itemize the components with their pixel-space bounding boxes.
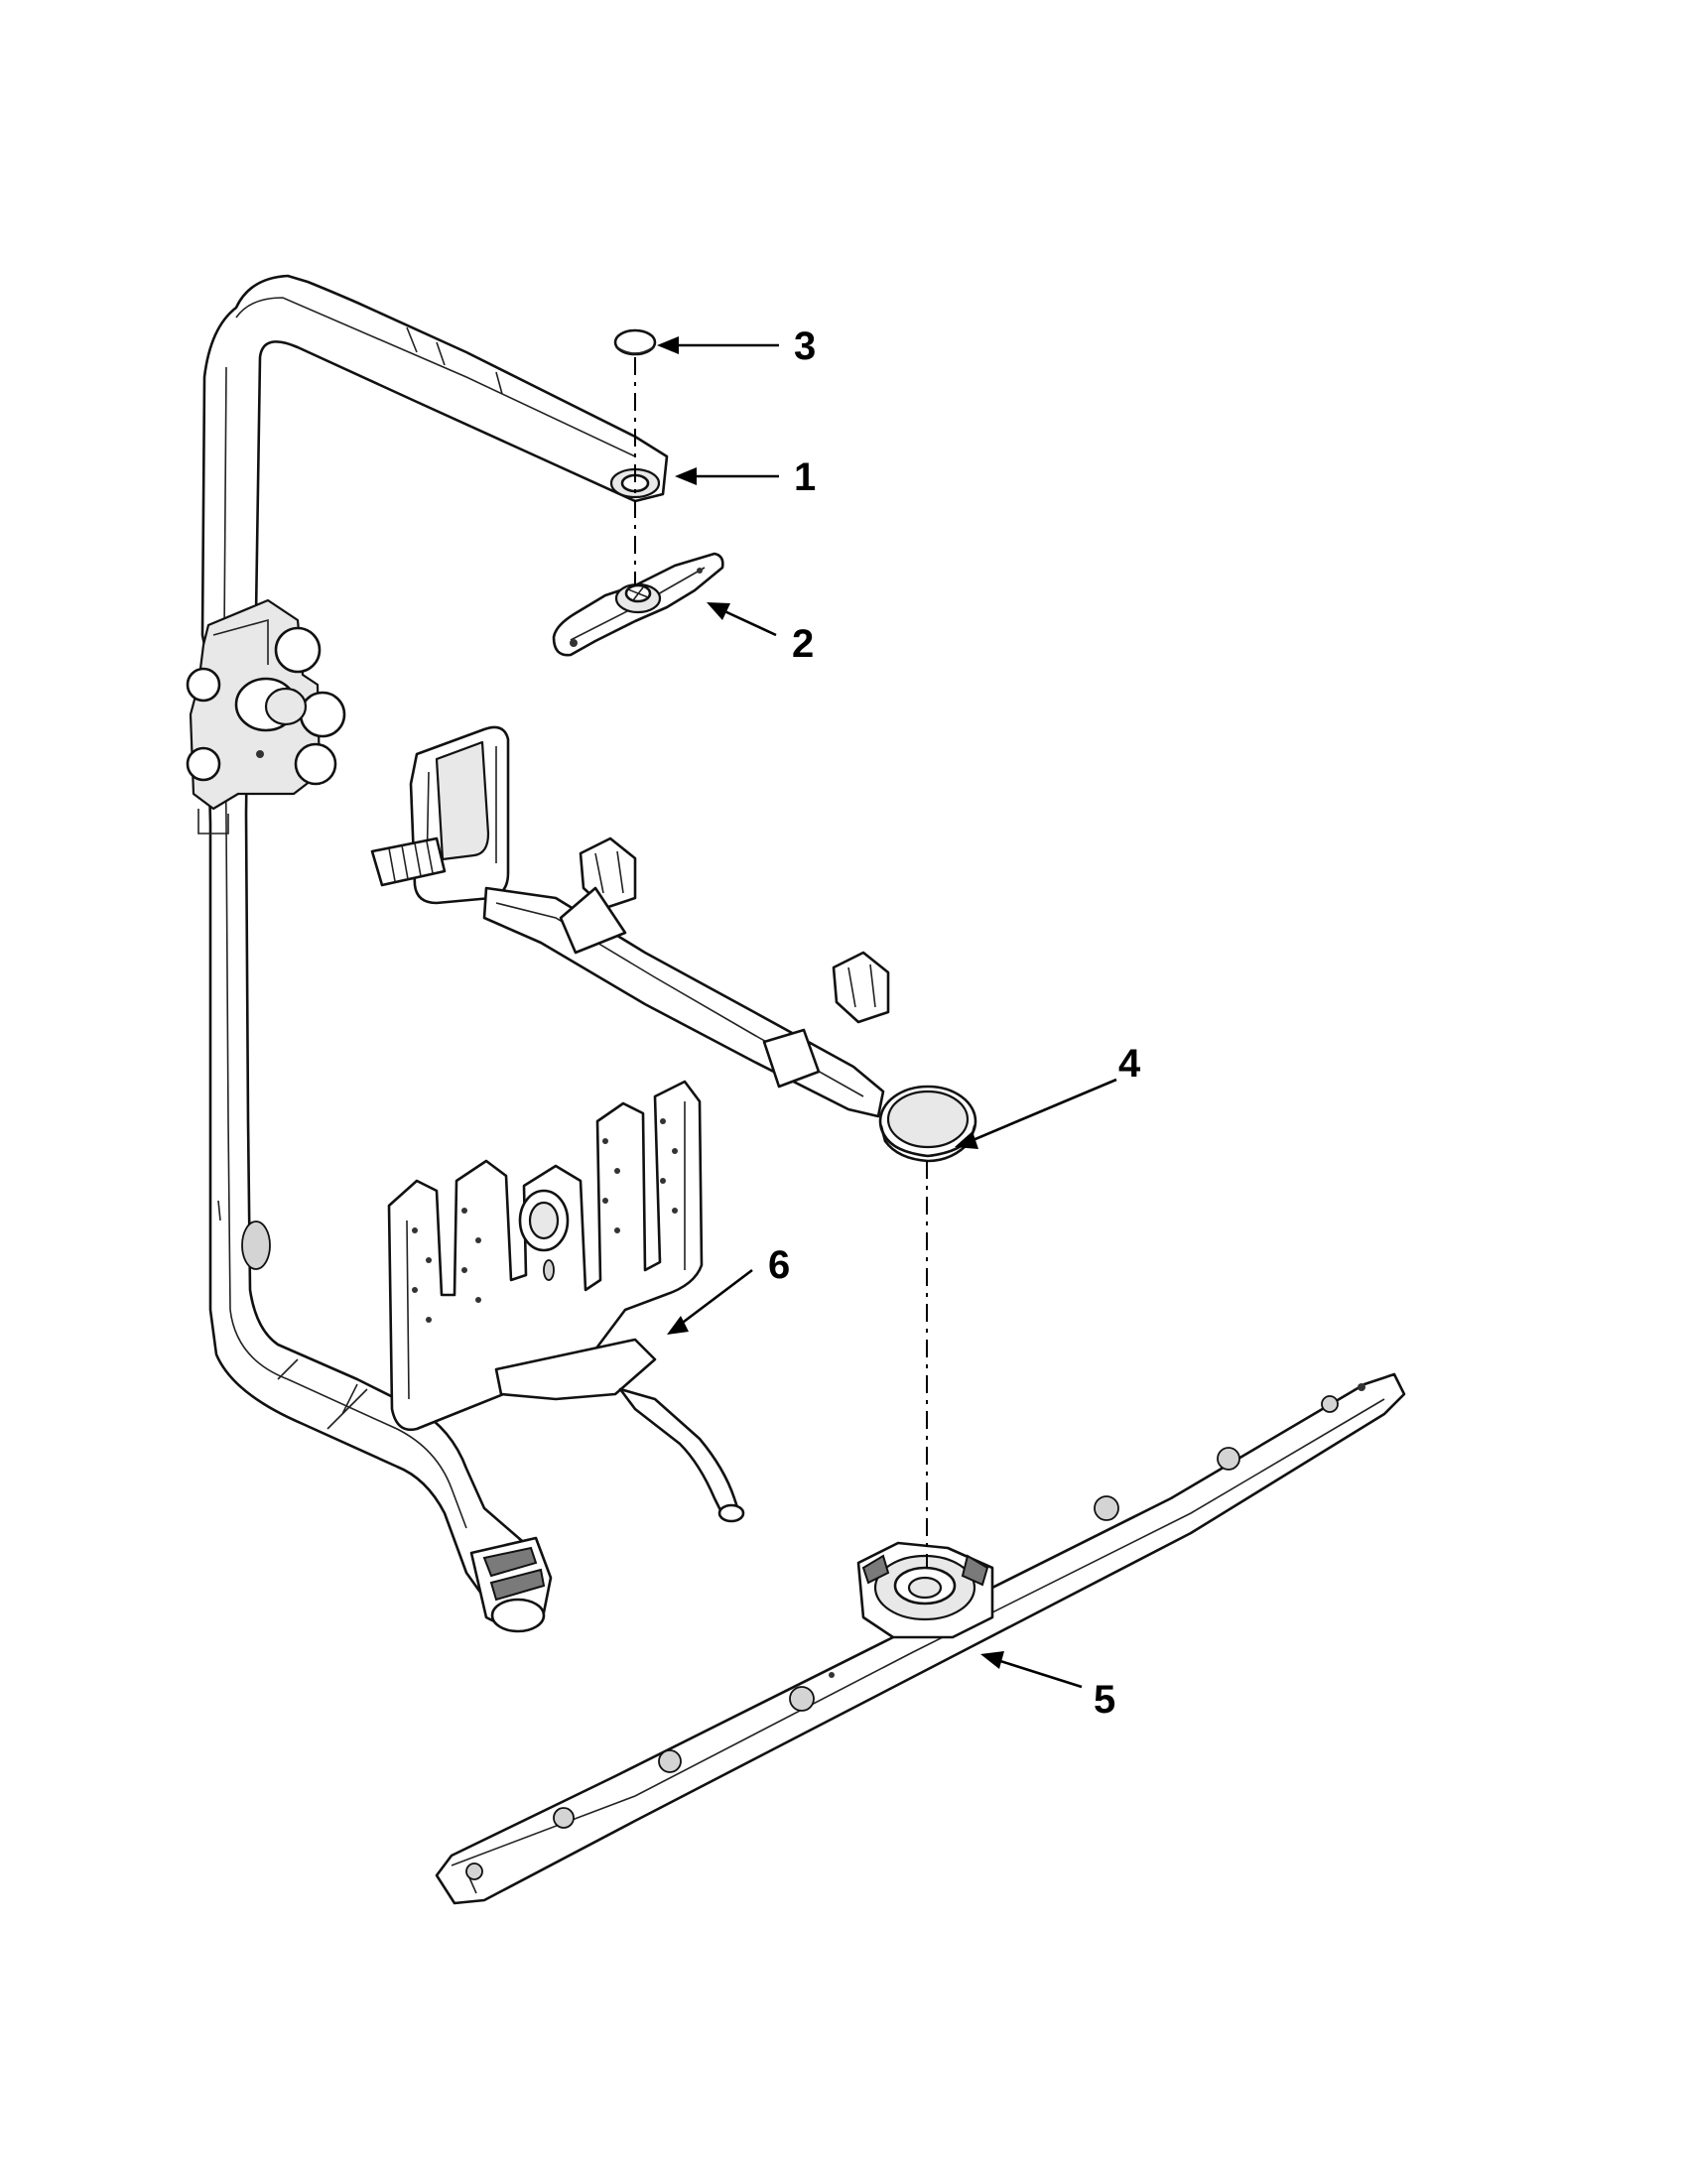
upper-spray-arm-assembly xyxy=(370,725,977,1163)
leader-4 xyxy=(970,1078,1117,1143)
callout-1: 1 xyxy=(794,455,816,499)
cap xyxy=(613,328,657,356)
leader-2 xyxy=(721,608,777,637)
callout-2: 2 xyxy=(792,622,814,666)
callout-6: 6 xyxy=(768,1243,790,1287)
arrowhead-5 xyxy=(980,1651,1004,1669)
arrowhead-2 xyxy=(707,602,730,620)
rack-bracket xyxy=(387,1080,745,1523)
leader-5 xyxy=(996,1658,1083,1689)
callout-5: 5 xyxy=(1094,1678,1115,1722)
supply-tube xyxy=(186,274,669,1633)
callout-3: 3 xyxy=(794,324,816,368)
arrowhead-6 xyxy=(667,1316,689,1335)
lower-spray-arm xyxy=(435,1372,1406,1905)
leader-6 xyxy=(679,1268,753,1327)
arrowhead-4 xyxy=(955,1131,978,1149)
leader-lines xyxy=(657,336,1117,1689)
mid-spray-arm xyxy=(552,552,724,657)
callout-labels: 3 1 2 4 6 5 xyxy=(768,324,1141,1722)
callout-4: 4 xyxy=(1118,1042,1141,1086)
arrowhead-3 xyxy=(657,336,679,354)
arrowhead-1 xyxy=(675,467,697,485)
alignment-lines xyxy=(634,357,928,1568)
rack-holes xyxy=(412,1118,678,1323)
